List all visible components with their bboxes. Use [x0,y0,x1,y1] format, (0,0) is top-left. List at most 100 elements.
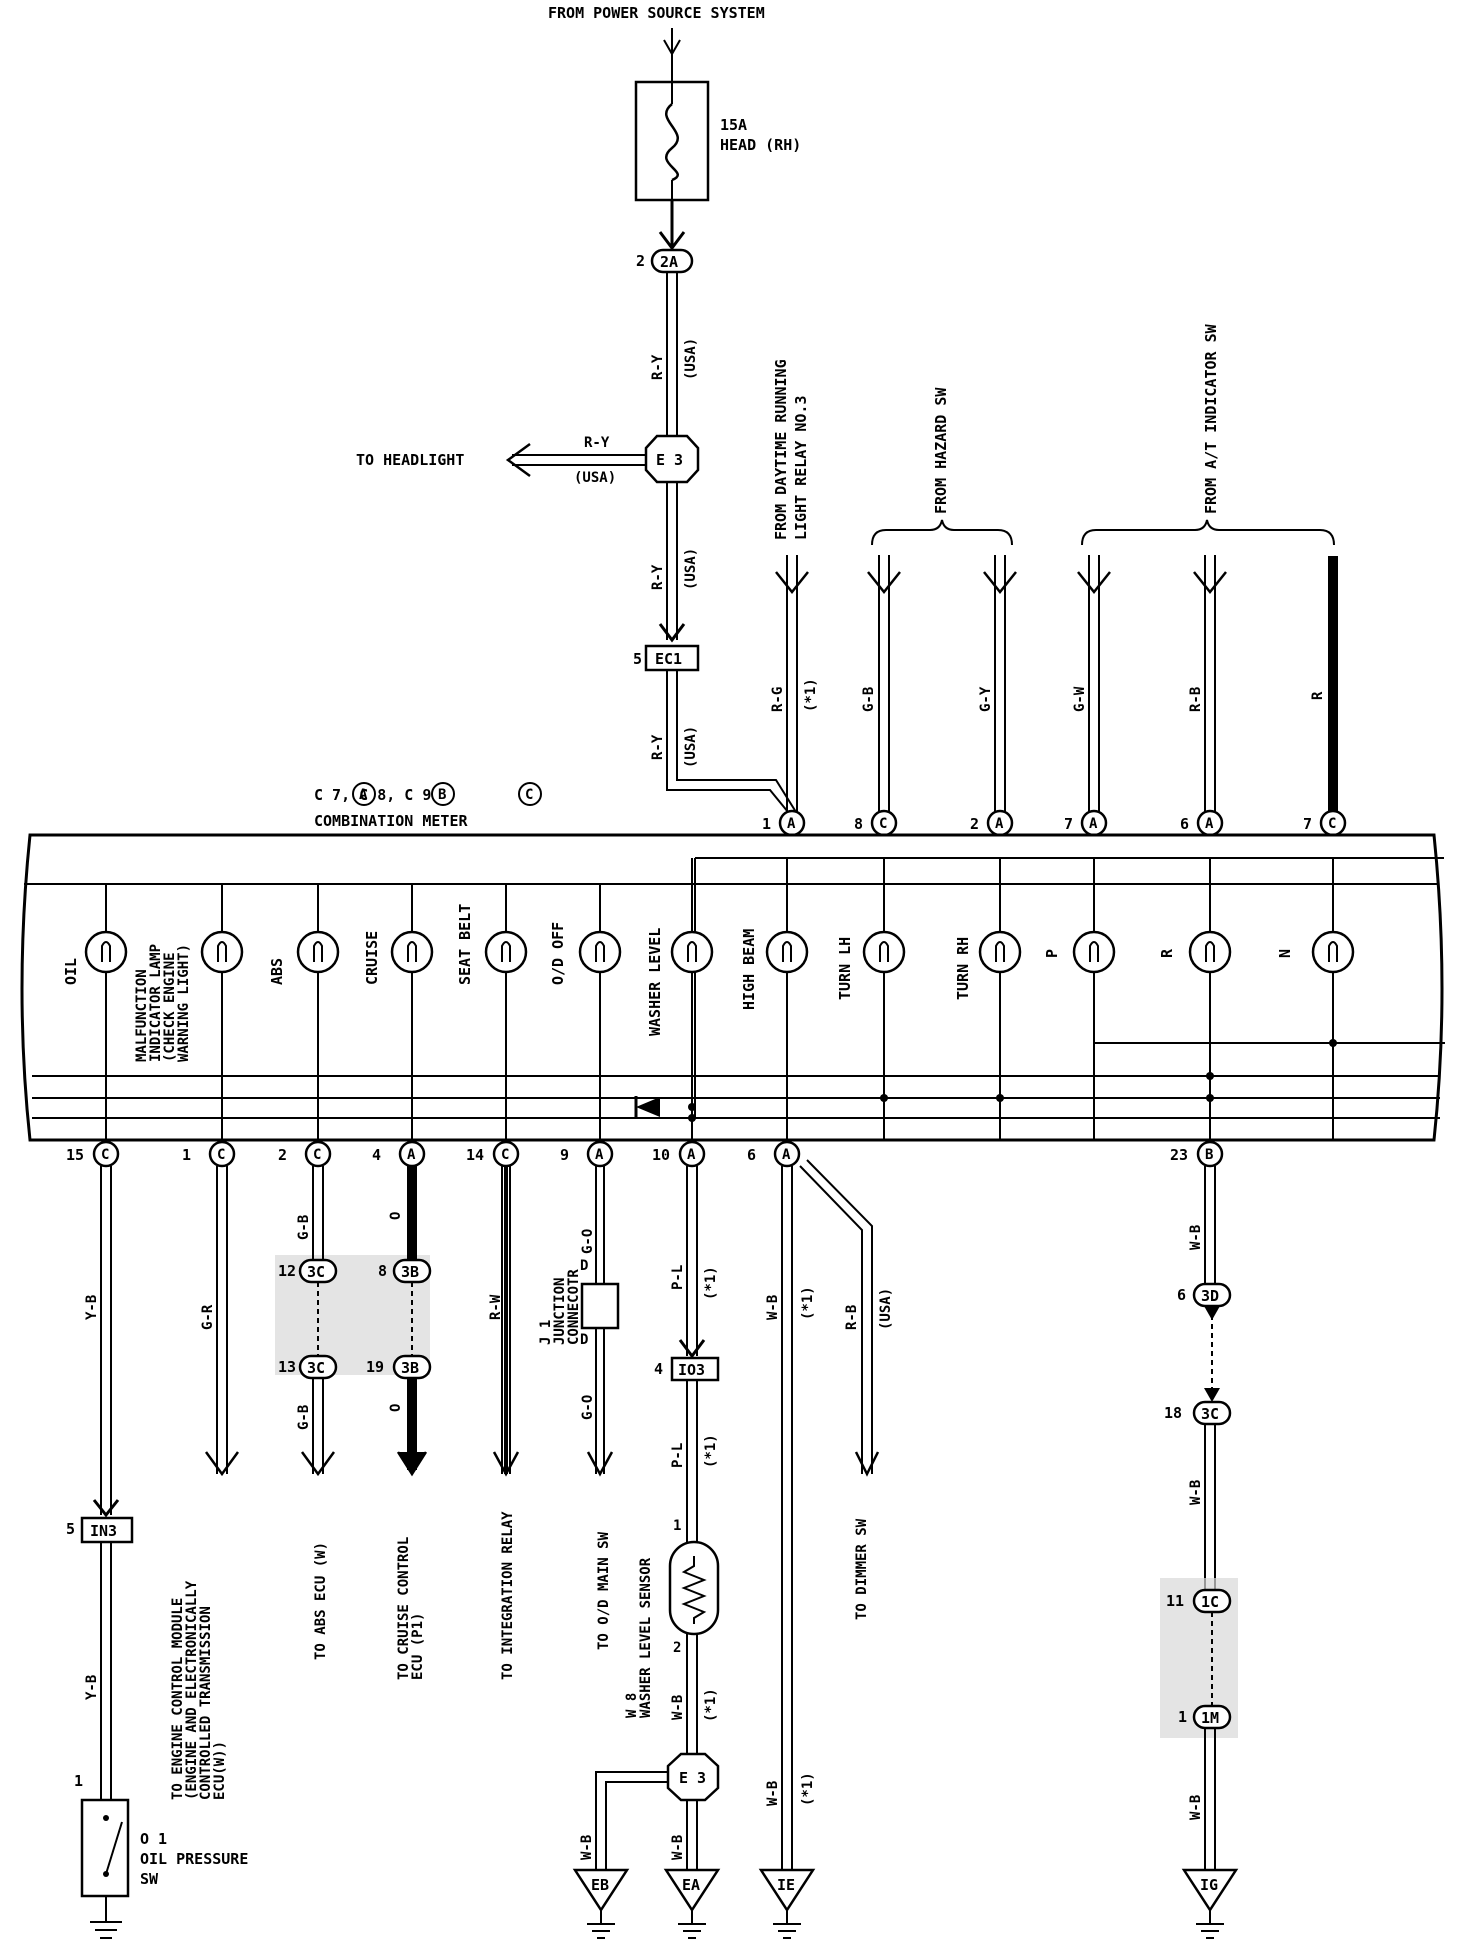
bottom-pin-1 [208,1140,236,1168]
lamp-highbeam-icon [765,930,809,974]
oil-pressure-switch [80,1798,130,1898]
svg-text:G-Y: G-Y [978,686,994,712]
bottom-pin-num-8: 23 [1170,1146,1188,1164]
from-hazard: FROM HAZARD SW [932,387,950,514]
bottom-pin-num-6: 10 [652,1146,670,1164]
svg-text:(*1): (*1) [703,1266,719,1300]
top-pin-conn-3: A [1089,816,1098,832]
svg-text:G-B: G-B [296,1405,312,1430]
wire-cruise: O 8 3B 19 3B O TO CRUISE CONTROL ECU (P1… [366,1166,432,1680]
svg-text:P-L: P-L [670,1443,686,1468]
conn-13-3c [298,1354,338,1380]
dest-ecm-4: ECU(W)) [212,1741,228,1800]
svg-text:G-B: G-B [296,1215,312,1240]
meter-conn-c: C [525,787,533,803]
j1-name: J 1 [538,1320,554,1345]
lamp-seatbelt-icon [484,930,528,974]
wire-ry-2: R-Y [584,435,610,451]
svg-text:8: 8 [378,1262,387,1280]
from-drl-2: LIGHT RELAY NO.3 [792,396,810,541]
svg-text:3C: 3C [307,1263,325,1281]
svg-text:D: D [580,1332,588,1348]
svg-text:W-B: W-B [1188,1480,1204,1505]
from-at: FROM A/T INDICATOR SW [1202,323,1220,514]
ground-label-2: IE [777,1876,795,1894]
svg-text:W-B: W-B [670,1695,686,1720]
wire-usa-2: (USA) [574,470,616,486]
dest-dimmer: TO DIMMER SW [854,1518,870,1620]
lamp-mil-icon [200,930,244,974]
svg-text:R-B: R-B [1188,687,1204,712]
dest-abs: TO ABS ECU (W) [313,1542,329,1660]
bottom-pin-0 [92,1140,120,1168]
svg-text:3D: 3D [1201,1287,1219,1305]
svg-text:1: 1 [74,1772,83,1790]
top-pin-conn-4: A [1205,816,1214,832]
dest-integration: TO INTEGRATION RELAY [500,1511,516,1680]
top-pin-num-3: 7 [1064,815,1073,833]
fuse-icon [665,103,680,182]
lamp-seatbelt-label: SEAT BELT [456,904,474,985]
ground-ig [1181,1868,1239,1913]
lamp-mil-label-4: WARNING LIGHT) [176,944,192,1062]
svg-text:(*1): (*1) [803,678,819,712]
wire-ry-3: R-Y [650,564,666,590]
sensor-name: W 8 [624,1693,640,1718]
title: FROM POWER SOURCE SYSTEM [548,4,765,22]
junction-connector-j1 [580,1282,620,1330]
input-wire-rb: R-B [1188,555,1227,812]
bottom-pin-6 [678,1140,706,1168]
svg-text:O: O [388,1404,404,1412]
oil-sw-l1: OIL PRESSURE [140,1850,248,1868]
svg-text:(USA): (USA) [878,1288,894,1330]
wire-usa-4: (USA) [683,726,699,768]
svg-text:W-B: W-B [579,1835,595,1860]
svg-text:G-O: G-O [580,1395,596,1420]
svg-text:E 3: E 3 [679,1769,706,1787]
conn-2a-label: 2A [660,253,678,271]
oil-sw-name: O 1 [140,1830,167,1848]
svg-text:18: 18 [1164,1404,1182,1422]
bottom-pin-num-2: 2 [278,1146,287,1164]
svg-text:W-B: W-B [670,1835,686,1860]
svg-text:W-B: W-B [765,1781,781,1806]
bottom-pin-num-5: 9 [560,1146,569,1164]
top-pin-conn-0: A [787,816,796,832]
dest-cruise-2: ECU (P1) [410,1613,426,1680]
combination-meter [20,833,1445,1142]
bottom-pin-conn-6: A [687,1147,696,1163]
washer-level-sensor [668,1540,720,1636]
svg-text:3C: 3C [1201,1405,1219,1423]
lamp-turnrh-label: TURN RH [954,937,972,1000]
lamp-washer-icon [670,930,714,974]
wire-ecm: G-R TO ENGINE CONTROL MODULE (ENGINE AND… [170,1166,240,1800]
bottom-pin-conn-4: C [501,1147,509,1163]
lamp-mil-label-3: (CHECK ENGINE [162,952,178,1062]
wire-ry-4: R-Y [650,734,666,760]
svg-text:12: 12 [278,1262,296,1280]
lamp-turnlh-label: TURN LH [836,937,854,1000]
ground-ie [758,1868,816,1913]
lamp-cruise-label: CRUISE [363,931,381,985]
junction-e3-top-label: E 3 [656,451,683,469]
bottom-pin-2 [304,1140,332,1168]
conn-2a [650,248,694,274]
junction-e3-bottom [666,1752,720,1802]
bottom-pin-conn-1: C [217,1147,225,1163]
svg-text:1: 1 [1178,1708,1187,1726]
svg-text:3B: 3B [401,1263,419,1281]
ec1-box [644,644,700,672]
svg-text:6: 6 [1177,1286,1186,1304]
svg-text:Y-B: Y-B [84,1295,100,1320]
svg-text:3B: 3B [401,1359,419,1377]
svg-text:5: 5 [66,1520,75,1538]
meter-connectors: C 7, C 8, C 9 [314,786,431,804]
top-pin-num-5: 7 [1303,815,1312,833]
top-pin-conn-5: C [1328,816,1336,832]
input-wire-r: R [1310,556,1338,812]
svg-text:4: 4 [654,1360,663,1378]
svg-text:R-G: R-G [770,687,786,712]
svg-text:G-B: G-B [861,687,877,712]
